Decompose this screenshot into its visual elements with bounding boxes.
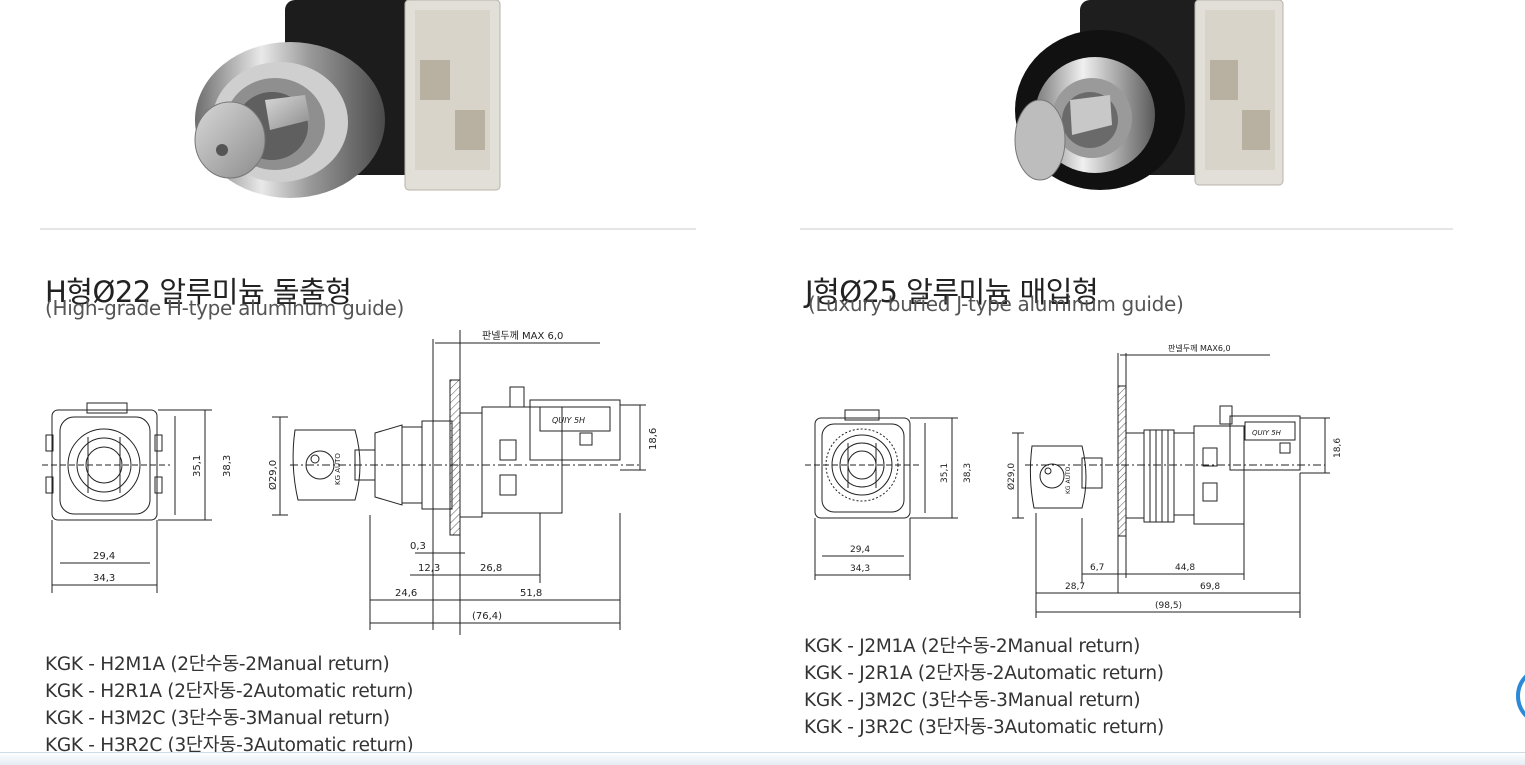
dim-44-8: 44,8 bbox=[1175, 563, 1195, 573]
dim-29-4: 29,4 bbox=[93, 551, 115, 562]
dim-35-1: 35,1 bbox=[192, 455, 203, 477]
product-subtitle: (High-grade H-type aluminum guide) bbox=[45, 296, 405, 320]
dim-34-3: 34,3 bbox=[850, 564, 870, 574]
front-view bbox=[42, 402, 212, 593]
panel-thickness-label: 판넬두께 MAX 6,0 bbox=[482, 330, 563, 342]
dim-diameter: Ø29,0 bbox=[267, 460, 279, 490]
dim-38-3: 38,3 bbox=[963, 463, 973, 483]
front-view bbox=[805, 409, 958, 580]
dim-24-6: 24,6 bbox=[395, 588, 417, 599]
dim-29-4: 29,4 bbox=[850, 545, 870, 555]
dimension-drawing-j-type: 35,1 38,3 29,4 34,3 bbox=[805, 344, 1343, 618]
scroll-top-button[interactable] bbox=[1516, 666, 1525, 726]
side-view bbox=[272, 330, 646, 635]
dim-18-6: 18,6 bbox=[648, 428, 659, 450]
dim-34-3: 34,3 bbox=[93, 573, 115, 584]
dim-6-7: 6,7 bbox=[1090, 563, 1104, 573]
model-item: KGK - H2M1A (2단수동-2Manual return) bbox=[45, 654, 390, 675]
brand-mark: KG AUTO bbox=[1065, 466, 1072, 494]
dim-26-8: 26,8 bbox=[480, 563, 502, 574]
dim-76-4: (76,4) bbox=[472, 611, 502, 622]
product-title: H형Ø22 알루미늄 돌출형 bbox=[45, 275, 352, 310]
footer-band bbox=[0, 752, 1525, 765]
dim-28-7: 28,7 bbox=[1065, 582, 1085, 592]
label-mark: QUIY 5H bbox=[1252, 429, 1282, 437]
dim-35-1: 35,1 bbox=[940, 463, 950, 483]
dim-98-5: (98,5) bbox=[1155, 601, 1182, 611]
dim-69-8: 69,8 bbox=[1200, 582, 1220, 592]
model-list: KGK - J2M1A (2단수동-2Manual return) KGK - … bbox=[804, 633, 1164, 741]
product-subtitle: (Luxury buried J-type aluminum guide) bbox=[808, 292, 1184, 316]
model-list: KGK - H2M1A (2단수동-2Manual return) KGK - … bbox=[45, 651, 414, 759]
side-view bbox=[1012, 353, 1330, 618]
dim-diameter: Ø29,0 bbox=[1006, 463, 1017, 490]
footer-divider bbox=[0, 752, 1525, 753]
dim-51-8: 51,8 bbox=[520, 588, 542, 599]
product-photo-h-type bbox=[194, 0, 501, 198]
model-item: KGK - H2R1A (2단자동-2Automatic return) bbox=[45, 681, 414, 702]
label-mark: QUIY 5H bbox=[552, 416, 585, 425]
product-photo-j-type bbox=[1014, 0, 1284, 190]
model-item: KGK - J3M2C (3단수동-3Manual return) bbox=[804, 690, 1141, 711]
model-item: KGK - H3M2C (3단수동-3Manual return) bbox=[45, 708, 390, 729]
model-item: KGK - J2R1A (2단자동-2Automatic return) bbox=[804, 663, 1164, 684]
brand-mark: KG AUTO bbox=[334, 453, 342, 485]
model-item: KGK - H3R2C (3단자동-3Automatic return) bbox=[45, 735, 414, 756]
dimension-drawing-h-type: 35,1 38,3 29,4 34,3 bbox=[42, 330, 659, 635]
dim-12-3: 12,3 bbox=[418, 563, 440, 574]
section-divider bbox=[40, 228, 696, 230]
section-divider bbox=[800, 228, 1453, 230]
dim-18-6: 18,6 bbox=[1333, 438, 1343, 458]
dim-38-3: 38,3 bbox=[222, 455, 233, 477]
panel-thickness-label: 판넬두께 MAX6,0 bbox=[1168, 344, 1231, 353]
dim-0-3: 0,3 bbox=[410, 541, 426, 552]
model-item: KGK - J3R2C (3단자동-3Automatic return) bbox=[804, 717, 1164, 738]
model-item: KGK - J2M1A (2단수동-2Manual return) bbox=[804, 636, 1141, 657]
product-title: J형Ø25 알루미늄 매입형 bbox=[805, 275, 1099, 310]
